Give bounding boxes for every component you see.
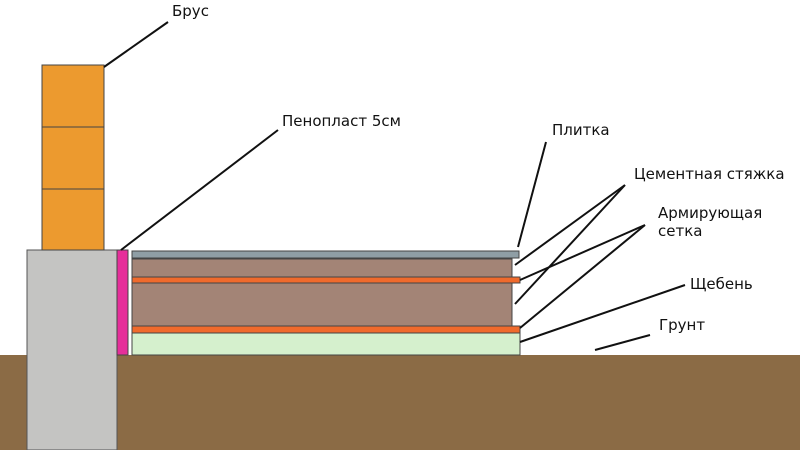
beam-block-top xyxy=(41,64,105,128)
leader-line-sheben xyxy=(519,284,686,343)
leader-line-styazhka-upper xyxy=(514,184,626,266)
leader-line-setka-upper xyxy=(519,224,646,281)
leader-line-grunt xyxy=(594,334,651,351)
gravel-layer xyxy=(131,332,521,356)
mesh-layer-upper xyxy=(131,276,521,284)
screed-layer-upper xyxy=(131,258,513,278)
foundation-block xyxy=(26,249,118,450)
label-setka: Армирующая сетка xyxy=(658,204,763,240)
beam-block-bottom xyxy=(41,188,105,251)
ground-layer xyxy=(0,355,800,450)
label-plitka: Плитка xyxy=(552,121,610,139)
label-grunt: Грунт xyxy=(659,316,706,334)
leader-line-penoplast xyxy=(120,129,279,251)
leader-line-plitka xyxy=(517,141,547,248)
label-penoplast: Пенопласт 5см xyxy=(282,112,401,130)
screed-layer-lower xyxy=(131,282,513,327)
beam-block-middle xyxy=(41,126,105,190)
mesh-layer-lower xyxy=(131,325,521,334)
label-brus: Брус xyxy=(172,2,209,20)
leader-line-styazhka-lower xyxy=(514,184,626,305)
foam-insulation-strip xyxy=(116,249,129,356)
tile-layer xyxy=(131,250,520,259)
label-sheben: Щебень xyxy=(690,275,753,293)
label-styazhka: Цементная стяжка xyxy=(634,165,785,183)
leader-line-setka-lower xyxy=(519,224,646,329)
leader-line-brus xyxy=(103,21,169,68)
